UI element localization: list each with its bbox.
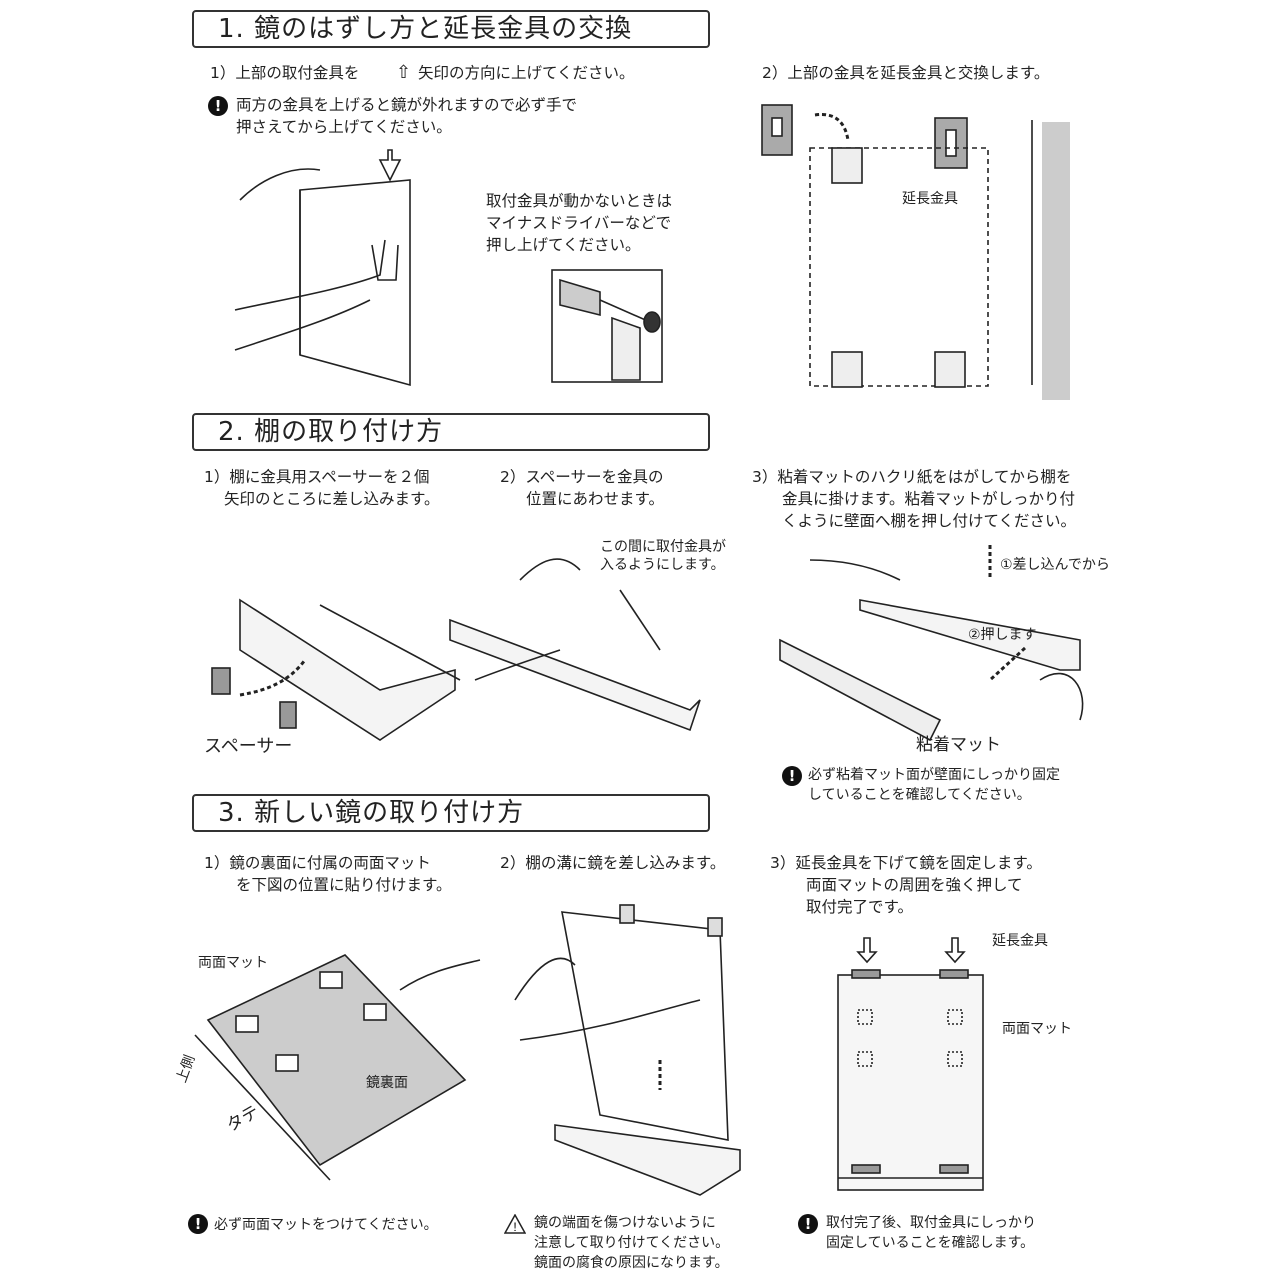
s3-step1-line2: を下図の位置に貼り付けます。 bbox=[236, 874, 451, 896]
svg-text:!: ! bbox=[513, 1220, 516, 1234]
s3-mat-placement-illustration bbox=[195, 955, 480, 1180]
s3-caution-line2: 注意して取り付けてください。 bbox=[534, 1234, 729, 1252]
s3-step3-line1: 3）延長金具を下げて鏡を固定します。 bbox=[770, 852, 1042, 874]
s2-step3-line2: 金具に掛けます。粘着マットがしっかり付 bbox=[782, 488, 1075, 510]
s2-label-press: ②押します bbox=[968, 626, 1037, 644]
s1-mirror-removal-illustration bbox=[235, 150, 410, 385]
s3-label-mat2: 両面マット bbox=[1002, 1020, 1072, 1038]
s1-screwdriver-illustration bbox=[552, 270, 662, 382]
section2-title: 2. 棚の取り付け方 bbox=[192, 413, 710, 451]
s3-step2-text: 2）棚の溝に鏡を差し込みます。 bbox=[500, 852, 725, 874]
s3-step1-line1: 1）鏡の裏面に付属の両面マット bbox=[204, 852, 431, 874]
s3-label-ext: 延長金具 bbox=[992, 932, 1048, 950]
s2-shelf-step2-illustration bbox=[450, 559, 700, 730]
s2-warn-line2: していることを確認してください。 bbox=[808, 786, 1031, 804]
s2-label-spacer: スペーサー bbox=[204, 736, 292, 758]
s2-note-line1: この間に取付金具が bbox=[600, 538, 726, 556]
section3-title: 3. 新しい鏡の取り付け方 bbox=[192, 794, 710, 832]
s3-warn1: 必ず両面マットをつけてください。 bbox=[214, 1216, 438, 1234]
s2-step1-line1: 1）棚に金具用スペーサーを２個 bbox=[204, 466, 429, 488]
warning-icon: ! bbox=[188, 1214, 208, 1234]
s3-warn3-line1: 取付完了後、取付金具にしっかり bbox=[826, 1214, 1036, 1232]
warning-icon: ! bbox=[782, 766, 802, 786]
s3-step3-line3: 取付完了です。 bbox=[806, 896, 913, 918]
warning-icon: ! bbox=[798, 1214, 818, 1234]
s2-shelf-step3-illustration bbox=[780, 545, 1083, 740]
s3-label-back: 鏡裏面 bbox=[366, 1074, 408, 1092]
s1-bracket-exchange-illustration bbox=[762, 105, 1070, 400]
s3-caution-line1: 鏡の端面を傷つけないように bbox=[534, 1214, 716, 1232]
caution-icon: ! bbox=[504, 1214, 526, 1234]
s2-warn-line1: 必ず粘着マット面が壁面にしっかり固定 bbox=[808, 766, 1060, 784]
s2-label-insert: ①差し込んでから bbox=[1000, 556, 1110, 574]
s3-warn3-line2: 固定していることを確認します。 bbox=[826, 1234, 1034, 1252]
s2-note-line2: 入るようにします。 bbox=[600, 556, 725, 574]
s2-label-mat: 粘着マット bbox=[916, 734, 1001, 756]
s2-step1-line2: 矢印のところに差し込みます。 bbox=[224, 488, 439, 510]
s2-step2-line2: 位置にあわせます。 bbox=[526, 488, 664, 510]
s2-step2-line1: 2）スペーサーを金具の bbox=[500, 466, 663, 488]
s2-step3-line1: 3）粘着マットのハクリ紙をはがしてから棚を bbox=[752, 466, 1071, 488]
s3-step3-line2: 両面マットの周囲を強く押して bbox=[806, 874, 1023, 896]
s3-label-mat: 両面マット bbox=[198, 954, 268, 972]
s3-insert-mirror-illustration bbox=[515, 905, 740, 1195]
s2-shelf-step1-illustration bbox=[212, 600, 460, 740]
s2-step3-line3: くように壁面へ棚を押し付けてください。 bbox=[782, 510, 1076, 532]
s3-final-illustration bbox=[838, 938, 983, 1190]
s3-caution-line3: 鏡面の腐食の原因になります。 bbox=[534, 1254, 729, 1272]
